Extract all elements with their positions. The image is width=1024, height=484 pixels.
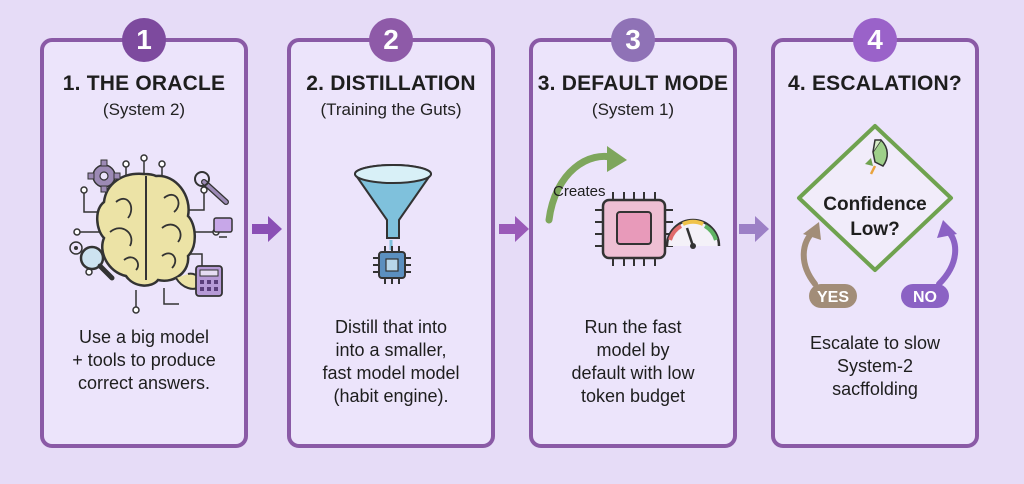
step-description: Escalate to slow System-2 sacffolding bbox=[809, 333, 941, 399]
chip-icon bbox=[595, 192, 673, 266]
step-number-badge: 2 bbox=[369, 18, 413, 62]
magnifier-icon bbox=[79, 245, 115, 281]
small-gear-icon bbox=[69, 241, 83, 255]
monitor-icon bbox=[213, 217, 233, 238]
no-badge bbox=[901, 284, 949, 308]
step-title: 1. THE ORACLE bbox=[62, 72, 226, 95]
decision-label-line-1: Confidence bbox=[823, 194, 926, 215]
flow-arrow-icon bbox=[499, 216, 529, 242]
escalation-illustration: Confidence Low? YES NO bbox=[797, 124, 959, 308]
step-panel-default-mode: 3 3. DEFAULT MODE (System 1) Creates bbox=[529, 18, 737, 448]
step-title: 3. DEFAULT MODE bbox=[537, 72, 729, 95]
flow-arrow-icon bbox=[252, 216, 282, 242]
speedometer-icon bbox=[665, 218, 721, 249]
step-description: Run the fast model by default with low t… bbox=[571, 317, 695, 406]
decision-diamond bbox=[797, 124, 953, 272]
step-panel-distillation: 2 2. DISTILLATION (Training the Guts) Di… bbox=[287, 18, 495, 448]
distillation-illustration bbox=[354, 164, 432, 284]
brain-icon bbox=[96, 172, 202, 290]
yes-loop-arrow-icon bbox=[800, 222, 821, 287]
funnel-icon bbox=[354, 164, 432, 250]
calculator-icon bbox=[195, 265, 223, 297]
gear-icon bbox=[87, 159, 121, 193]
step-subtitle: (System 1) bbox=[591, 100, 675, 119]
step-description: Use a big model + tools to produce corre… bbox=[72, 327, 216, 393]
flow-arrow-icon bbox=[739, 216, 769, 242]
creates-label: Creates bbox=[553, 183, 606, 200]
chip-icon bbox=[373, 246, 411, 284]
no-label: NO bbox=[913, 289, 937, 306]
wrench-icon bbox=[194, 171, 229, 205]
yes-label: YES bbox=[817, 289, 849, 306]
step-panel-oracle: 1 1. THE ORACLE (System 2) bbox=[40, 18, 248, 448]
step-subtitle: (System 2) bbox=[102, 100, 186, 119]
oracle-illustration bbox=[69, 154, 233, 314]
step-panel-escalation: 4 4. ESCALATION? Confidence Low? YES NO … bbox=[771, 18, 979, 448]
default-mode-illustration: Creates bbox=[545, 146, 721, 266]
yes-badge bbox=[809, 284, 857, 308]
step-subtitle: (Training the Guts) bbox=[320, 100, 462, 119]
curved-arrow-icon bbox=[545, 146, 627, 224]
no-loop-arrow-icon bbox=[936, 220, 959, 287]
step-number-badge: 1 bbox=[122, 18, 166, 62]
step-number-badge: 4 bbox=[853, 18, 897, 62]
step-title: 2. DISTILLATION bbox=[306, 72, 476, 95]
rocket-icon bbox=[865, 138, 888, 175]
decision-label-line-2: Low? bbox=[850, 219, 900, 240]
step-number-badge: 3 bbox=[611, 18, 655, 62]
step-description: Distill that into into a smaller, fast m… bbox=[322, 317, 460, 406]
step-title: 4. ESCALATION? bbox=[788, 72, 962, 95]
